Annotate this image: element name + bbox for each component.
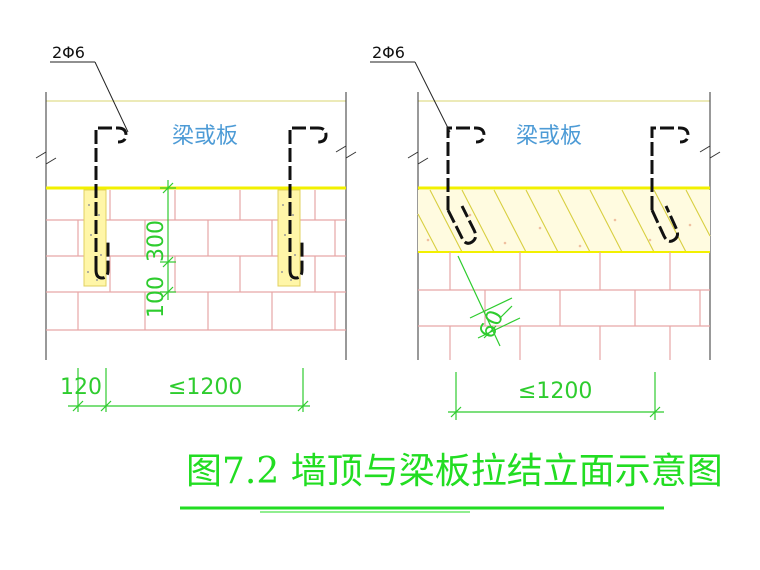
left-dim-300: 300 xyxy=(144,220,169,262)
right-dim-spacing: ≤1200 xyxy=(518,379,592,404)
right-detail: 2Φ6 梁或板 60 ≤1200 xyxy=(370,43,721,420)
left-rebar-label: 2Φ6 xyxy=(52,43,85,62)
left-dim-spacing: ≤1200 xyxy=(168,375,242,400)
figure-title: 图7.2 墙顶与梁板拉结立面示意图 xyxy=(186,451,723,492)
left-grout-pockets xyxy=(83,189,301,287)
left-detail: 2Φ6 梁或板 300 100 120 ≤1200 xyxy=(35,43,357,412)
right-slab-label: 梁或板 xyxy=(516,124,582,149)
right-rebar-leader xyxy=(370,61,451,133)
left-rebar-leader xyxy=(50,61,129,133)
left-horizontal-dimension xyxy=(68,368,310,412)
left-rebar-2 xyxy=(288,126,328,280)
left-dim-120: 120 xyxy=(60,375,102,400)
left-dim-100: 100 xyxy=(144,276,169,318)
right-horizontal-dimension xyxy=(448,372,664,420)
right-rebar-2 xyxy=(650,126,690,243)
right-rebar-1 xyxy=(446,126,486,245)
right-rebar-label: 2Φ6 xyxy=(372,43,405,62)
right-angle-dimension xyxy=(457,255,521,347)
right-brick-wall xyxy=(418,252,710,360)
left-slab-label: 梁或板 xyxy=(172,124,238,149)
left-rebar-1 xyxy=(94,126,128,280)
left-vertical-dimension xyxy=(160,180,176,300)
figure-title-block: 图7.2 墙顶与梁板拉结立面示意图 xyxy=(180,451,723,513)
right-inclined-course xyxy=(417,189,711,253)
